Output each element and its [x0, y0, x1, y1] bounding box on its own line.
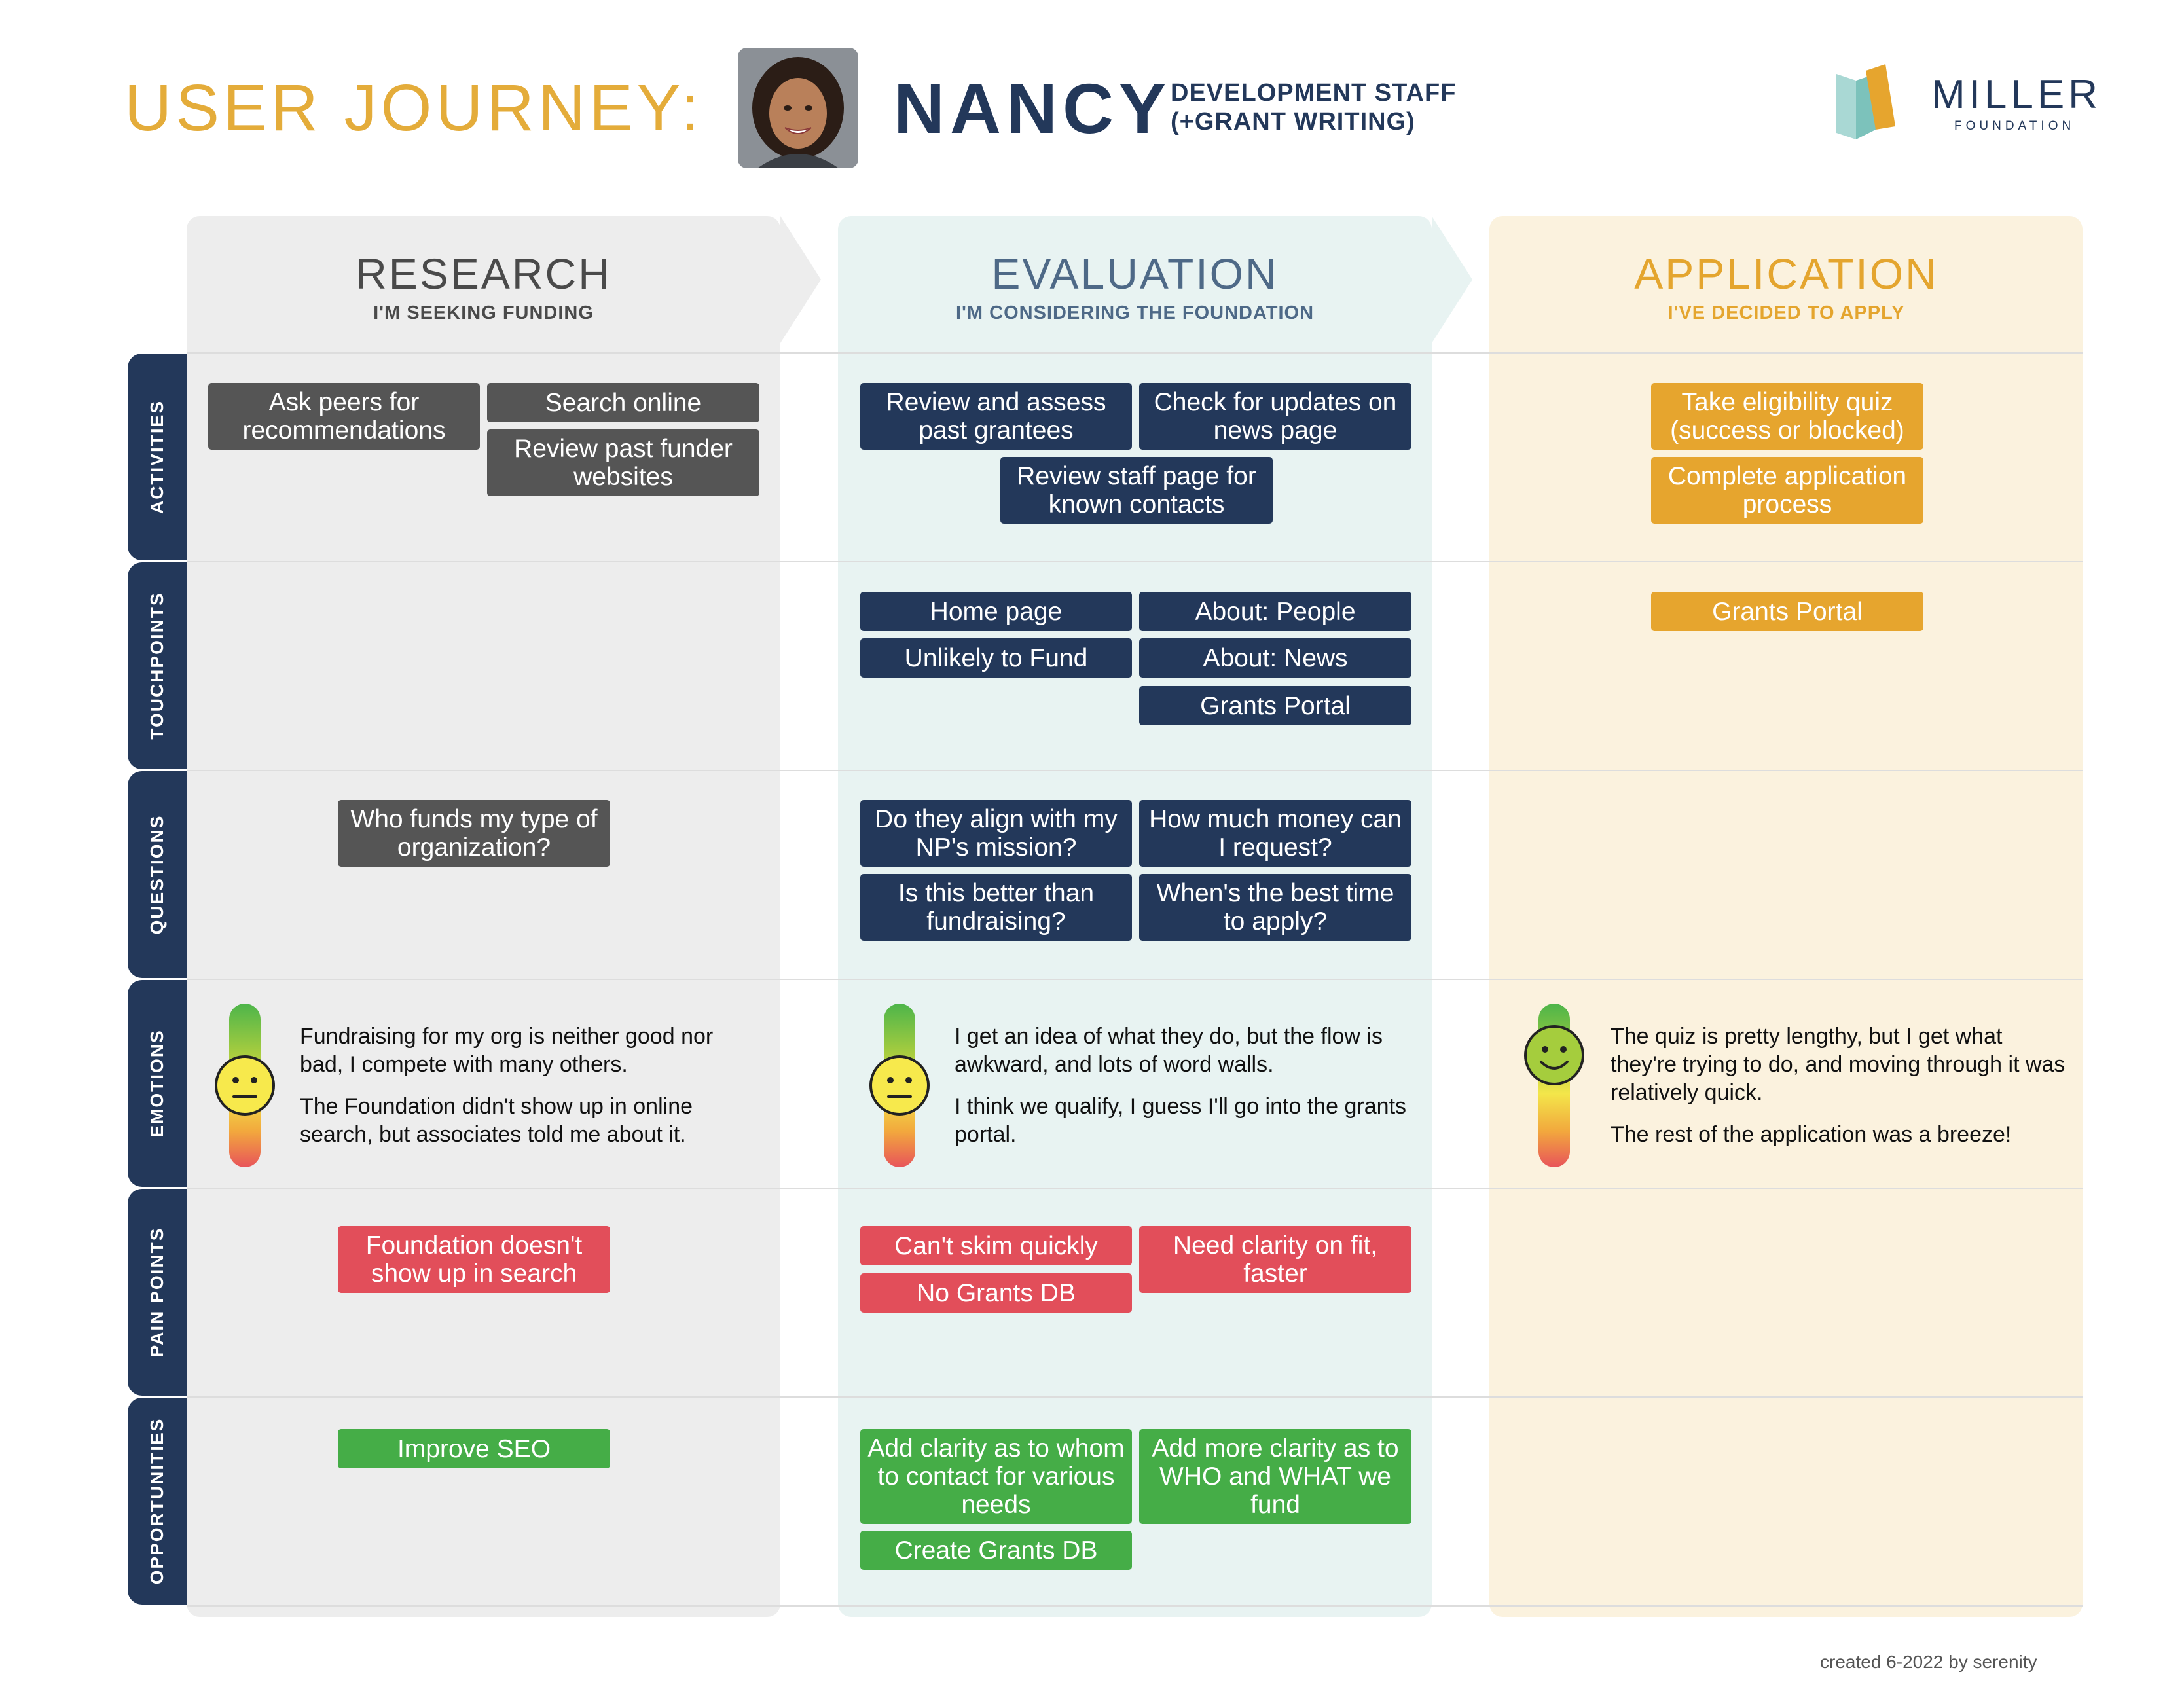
pain-point-card: No Grants DB [860, 1273, 1132, 1313]
stage-title-application: APPLICATION [1634, 249, 1938, 298]
activity-card: Review staff page for known contacts [1000, 457, 1273, 524]
persona-role-line1: DEVELOPMENT STAFF [1171, 79, 1457, 107]
stage-subtitle-research: I'M SEEKING FUNDING [373, 302, 594, 323]
emotion-line: The Foundation didn't show up in online … [300, 1094, 693, 1147]
activity-card: Complete application process [1651, 457, 1923, 524]
emotion-text-evaluation: I get an idea of what they do, but the f… [955, 1023, 1413, 1149]
emotion-line: Fundraising for my org is neither good n… [300, 1024, 714, 1077]
brand-name: MILLER [1931, 72, 2102, 117]
opportunity-card: Add clarity as to whom to contact for va… [860, 1429, 1132, 1524]
activity-card: Ask peers for recommendations [208, 383, 480, 450]
row-label-text: PAIN POINTS [147, 1227, 167, 1358]
opportunity-card: Create Grants DB [860, 1531, 1132, 1570]
question-card: When's the best time to apply? [1139, 874, 1411, 941]
question-card: How much money can I request? [1139, 800, 1411, 867]
touchpoint-card: Unlikely to Fund [860, 638, 1132, 678]
row-divider [187, 352, 2083, 354]
neutral-face-icon [869, 1055, 930, 1116]
row-label-text: EMOTIONS [147, 1029, 167, 1138]
emotion-line: I think we qualify, I guess I'll go into… [955, 1094, 1407, 1147]
row-label-pain-points: PAIN POINTS [128, 1189, 187, 1396]
brand-sub: FOUNDATION [1954, 119, 2075, 133]
question-card: Is this better than fundraising? [860, 874, 1132, 941]
row-divider [187, 561, 2083, 562]
row-label-text: TOUCHPOINTS [147, 592, 167, 740]
smiley-face-icon [1524, 1025, 1584, 1085]
row-label-text: QUESTIONS [147, 814, 167, 935]
miller-logo-icon [1836, 64, 1908, 139]
research-arrow [780, 216, 821, 343]
footer-credit: created 6-2022 by serenity [1820, 1652, 2037, 1672]
pain-point-card: Foundation doesn't show up in search [338, 1226, 610, 1293]
touchpoint-card: Home page [860, 592, 1132, 631]
row-divider [187, 770, 2083, 771]
persona-role: DEVELOPMENT STAFF (+GRANT WRITING) [1171, 79, 1456, 136]
emotion-line: The rest of the application was a breeze… [1611, 1122, 2012, 1147]
persona-role-line2: (+GRANT WRITING) [1171, 108, 1415, 136]
persona-name: NANCY [894, 69, 1172, 148]
activity-card: Search online [487, 383, 759, 422]
touchpoint-card: Grants Portal [1651, 592, 1923, 631]
stage-subtitle-evaluation: I'M CONSIDERING THE FOUNDATION [955, 302, 1315, 323]
stage-title-evaluation: EVALUATION [991, 249, 1279, 298]
stage-title-research: RESEARCH [355, 249, 611, 298]
evaluation-arrow [1432, 216, 1472, 343]
touchpoint-card: About: People [1139, 592, 1411, 631]
opportunity-card: Add more clarity as to WHO and WHAT we f… [1139, 1429, 1411, 1524]
neutral-face-icon [215, 1055, 275, 1116]
pain-point-card: Need clarity on fit, faster [1139, 1226, 1411, 1293]
row-divider [187, 1396, 2083, 1398]
row-divider [187, 1605, 2083, 1607]
activity-card: Review past funder websites [487, 429, 759, 496]
row-label-touchpoints: TOUCHPOINTS [128, 562, 187, 769]
row-label-questions: QUESTIONS [128, 771, 187, 978]
touchpoint-card: About: News [1139, 638, 1411, 678]
row-label-activities: ACTIVITIES [128, 354, 187, 560]
emotion-text-application: The quiz is pretty lengthy, but I get wh… [1611, 1023, 2069, 1149]
touchpoint-card: Grants Portal [1139, 686, 1411, 725]
row-label-text: ACTIVITIES [147, 399, 167, 515]
pain-point-card: Can't skim quickly [860, 1226, 1132, 1265]
page-title: USER JOURNEY: [124, 71, 703, 145]
emotion-text-research: Fundraising for my org is neither good n… [300, 1023, 758, 1149]
activity-card: Review and assess past grantees [860, 383, 1132, 450]
stage-subtitle-application: I'VE DECIDED TO APPLY [1667, 302, 1905, 323]
row-label-emotions: EMOTIONS [128, 980, 187, 1187]
activity-card: Check for updates on news page [1139, 383, 1411, 450]
row-divider [187, 979, 2083, 980]
emotion-line: I get an idea of what they do, but the f… [955, 1024, 1383, 1077]
opportunity-card: Improve SEO [338, 1429, 610, 1468]
question-card: Who funds my type of organization? [338, 800, 610, 867]
row-divider [187, 1188, 2083, 1189]
avatar [738, 48, 858, 168]
emotion-line: The quiz is pretty lengthy, but I get wh… [1611, 1024, 2066, 1105]
activity-card: Take eligibility quiz (success or blocke… [1651, 383, 1923, 450]
row-label-text: OPPORTUNITIES [147, 1417, 167, 1585]
row-label-opportunities: OPPORTUNITIES [128, 1398, 187, 1605]
question-card: Do they align with my NP's mission? [860, 800, 1132, 867]
